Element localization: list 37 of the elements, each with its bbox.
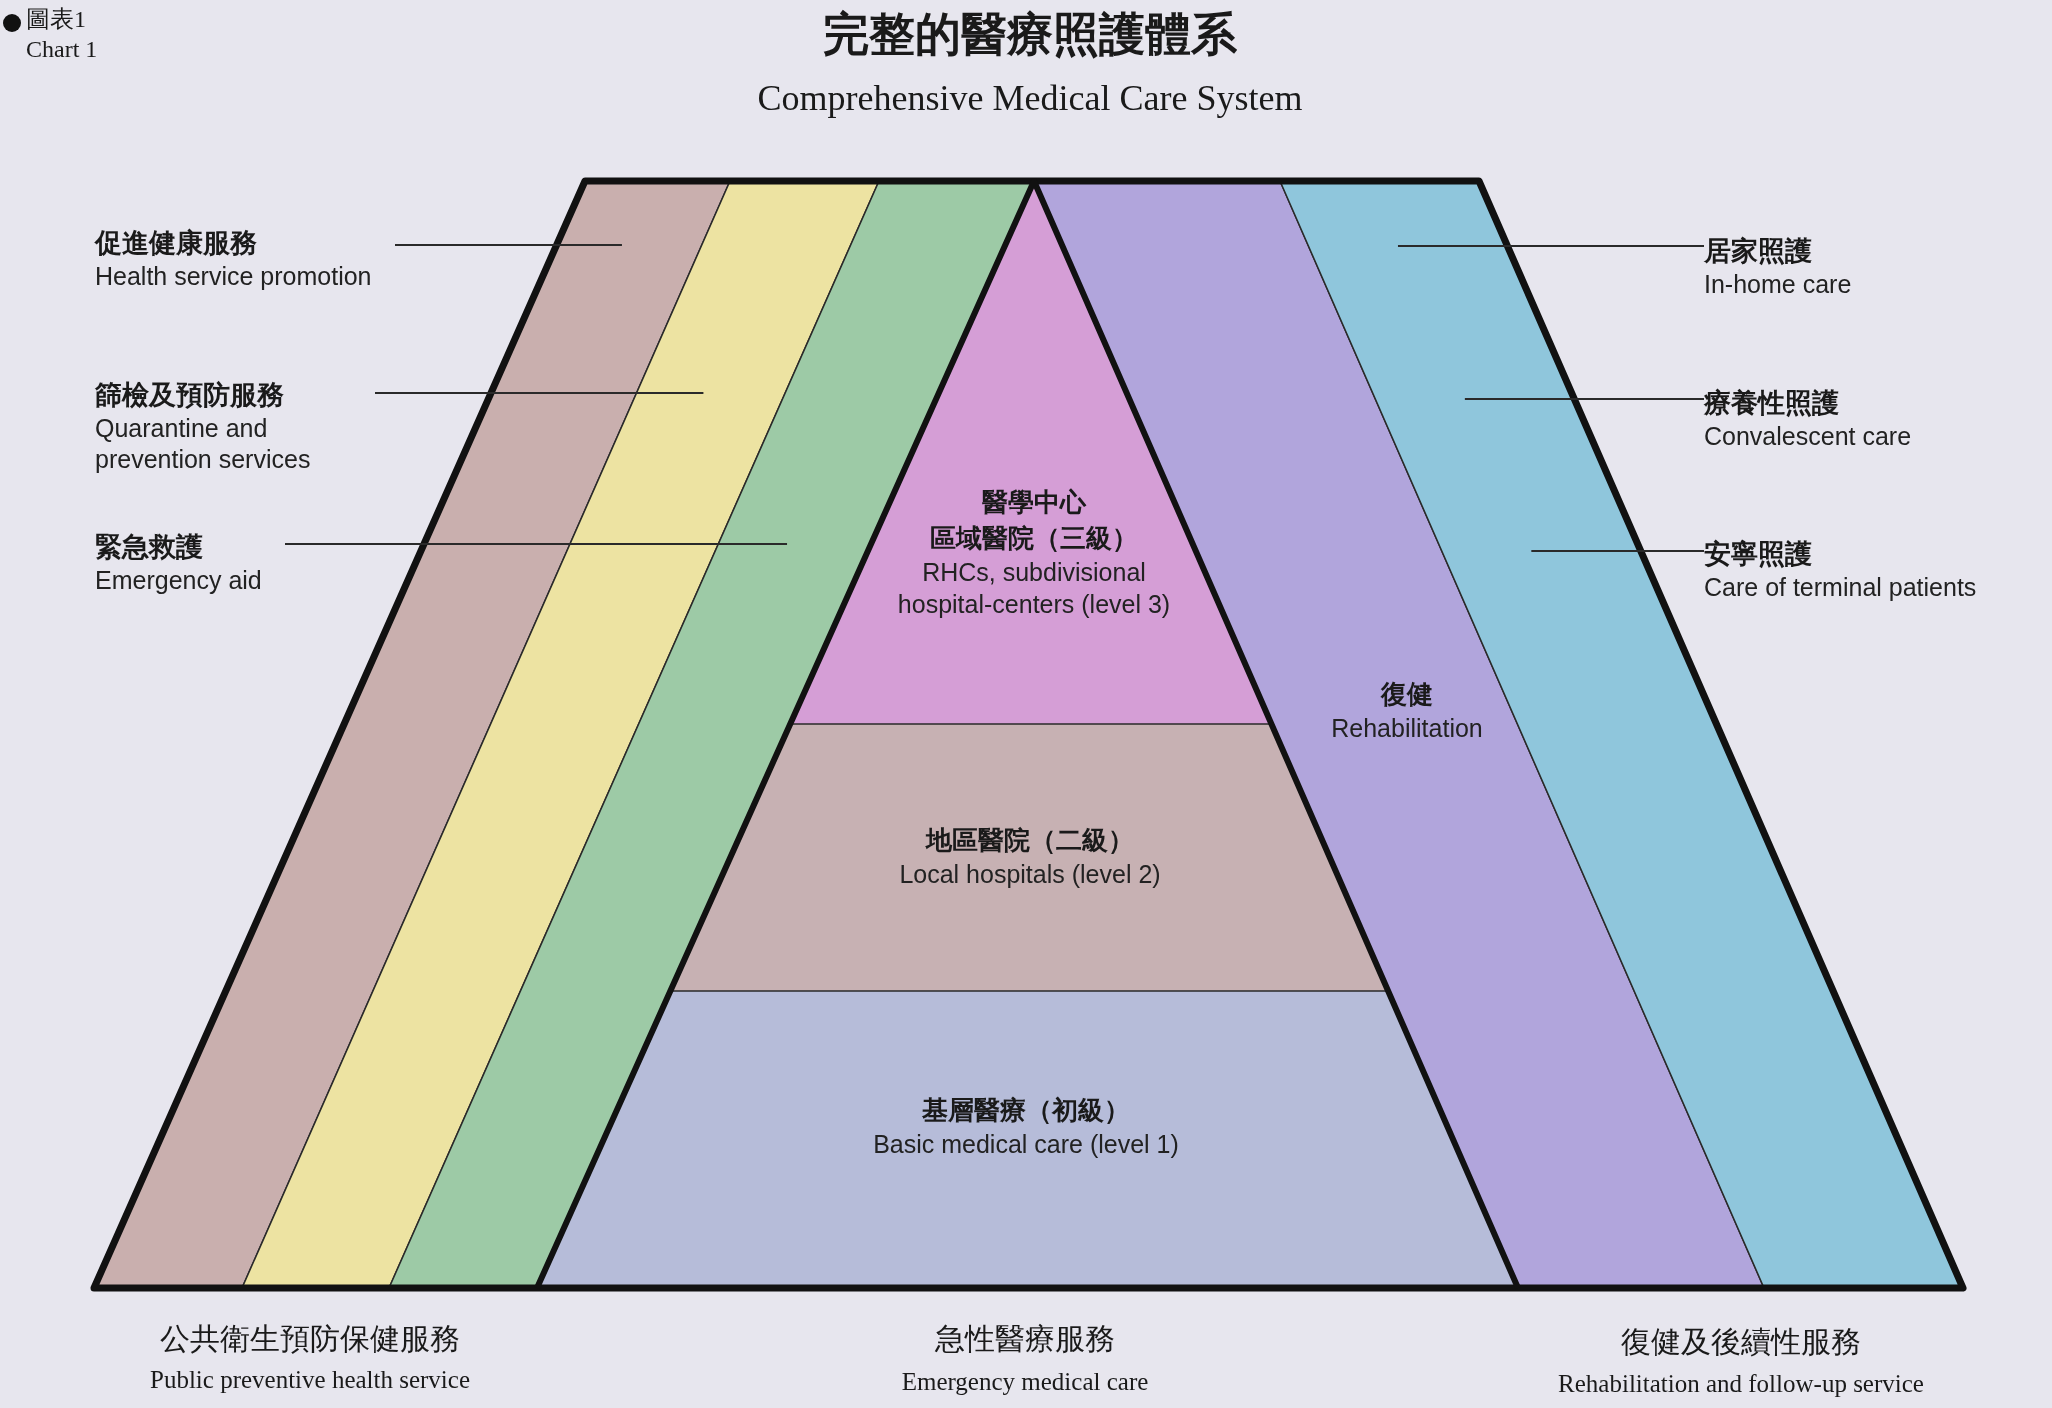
chinese-label: 安寧照護 bbox=[1704, 538, 1813, 571]
category-label: Public preventive health service bbox=[150, 1365, 470, 1395]
chinese-label: 地區醫院（二級） bbox=[926, 824, 1134, 857]
chinese-label: 緊急救護 bbox=[95, 531, 204, 564]
chinese-label: 居家照護 bbox=[1704, 235, 1813, 268]
leader-line bbox=[394, 244, 623, 246]
subtitle: Comprehensive Medical Care System bbox=[757, 77, 1303, 120]
chinese-label: 復健 bbox=[1381, 678, 1433, 711]
english-label: Local hospitals (level 2) bbox=[899, 859, 1161, 890]
english-label: Care of terminal patients bbox=[1704, 572, 1978, 603]
chinese-label: 篩檢及預防服務 bbox=[95, 379, 285, 412]
english-label: Quarantine and prevention services bbox=[95, 413, 312, 475]
chart-number: Chart 1 bbox=[26, 35, 98, 64]
title: 完整的醫療照護體系 bbox=[823, 6, 1237, 63]
leader-line bbox=[374, 392, 705, 394]
chinese-label: 療養性照護 bbox=[1704, 387, 1840, 420]
leader-line bbox=[1396, 245, 1705, 247]
leader-line bbox=[1530, 550, 1705, 552]
chinese-label: 基層醫療（初級） bbox=[922, 1094, 1130, 1127]
chinese-label: 醫學中心 bbox=[982, 486, 1086, 519]
english-label: RHCs, subdivisional hospital-centers (level 3) bbox=[896, 557, 1172, 620]
english-label: In-home care bbox=[1704, 269, 1853, 300]
category-label: 公共衛生預防保健服務 bbox=[160, 1321, 460, 1357]
category-label: 復健及後續性服務 bbox=[1621, 1324, 1861, 1360]
chinese-label: 區域醫院（三級） bbox=[930, 522, 1138, 555]
english-label: Basic medical care (level 1) bbox=[873, 1129, 1179, 1160]
chart-number: 圖表1 bbox=[26, 5, 86, 34]
english-label: Convalescent care bbox=[1704, 421, 1913, 452]
leader-line bbox=[284, 543, 789, 545]
english-label: Rehabilitation bbox=[1331, 713, 1483, 744]
chinese-label: 促進健康服務 bbox=[95, 227, 258, 260]
english-label: Health service promotion bbox=[95, 261, 373, 292]
category-label: 急性醫療服務 bbox=[935, 1321, 1115, 1357]
english-label: Emergency aid bbox=[95, 565, 263, 596]
category-label: Emergency medical care bbox=[901, 1367, 1149, 1397]
leader-line bbox=[1463, 398, 1705, 400]
category-label: Rehabilitation and follow-up service bbox=[1558, 1369, 1924, 1399]
